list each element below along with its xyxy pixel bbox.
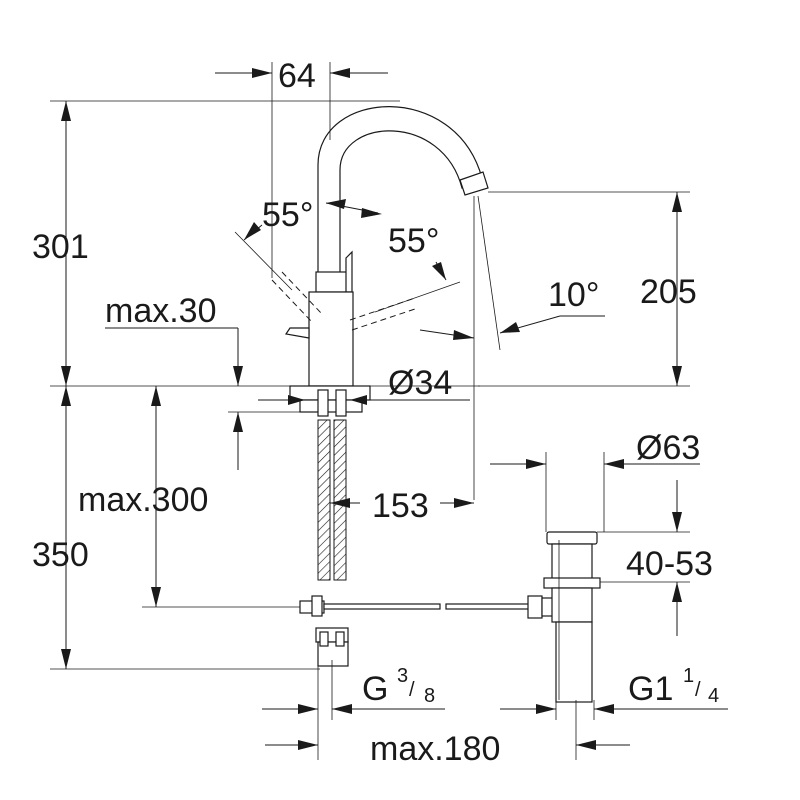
label-tail-length: max.300: [78, 481, 208, 519]
label-waste-thread-slash: /: [695, 679, 701, 701]
dimension-lines: [50, 62, 728, 760]
waste-nut: [543, 577, 601, 589]
label-inlet-thread-slash: /: [409, 679, 415, 701]
waste-valve: [543, 531, 601, 703]
label-base-diameter: Ø34: [388, 364, 452, 402]
threaded-stud-left: [317, 389, 329, 417]
handle-lever: [345, 250, 353, 293]
label-inlet-thread: G: [362, 670, 388, 708]
label-waste-thread-num: 1: [683, 665, 694, 687]
pull-rod-right: [445, 603, 531, 610]
label-below-deck: 350: [32, 536, 89, 574]
popup-rod: [299, 595, 555, 619]
supply-hoses: [315, 419, 349, 667]
label-total-height: 301: [32, 228, 89, 266]
hose-left: [317, 419, 331, 581]
mount-nut: [299, 399, 363, 413]
swivel-ghost-lines: [234, 231, 461, 331]
faucet-body: [284, 106, 489, 387]
threaded-stud-right: [335, 389, 347, 417]
label-reach: 153: [372, 487, 429, 525]
label-waste-diameter: Ø63: [636, 429, 700, 467]
waste-cap: [546, 531, 598, 545]
label-waste-thread: G1: [628, 670, 673, 708]
label-swivel-right: 55°: [388, 222, 439, 260]
label-inlet-thread-den: 8: [424, 685, 435, 707]
hose-connector-left: [319, 631, 329, 647]
side-lever: [284, 327, 310, 339]
label-rod-length: max.180: [370, 730, 500, 768]
pull-rod-left: [323, 603, 441, 610]
deck-mount: [50, 385, 480, 417]
label-inlet-thread-num: 3: [397, 665, 408, 687]
label-spout-height: 205: [640, 273, 697, 311]
label-waste-thread-den: 4: [708, 685, 719, 707]
waste-tail: [555, 621, 593, 703]
hose-connector-right: [335, 631, 345, 647]
label-waste-range: 40-53: [626, 545, 713, 583]
label-spout-offset: 64: [278, 57, 316, 95]
label-deck-thickness: max.30: [105, 292, 217, 330]
dimension-labels: 64 301 55° 55° 205 10° max.30 Ø34 350 ma…: [32, 57, 719, 768]
spout-aerator: [459, 171, 489, 196]
faucet-body-block: [308, 291, 354, 387]
label-spout-angle: 10°: [548, 276, 599, 314]
label-swivel-left: 55°: [262, 196, 313, 234]
swivel-collar: [315, 271, 349, 293]
